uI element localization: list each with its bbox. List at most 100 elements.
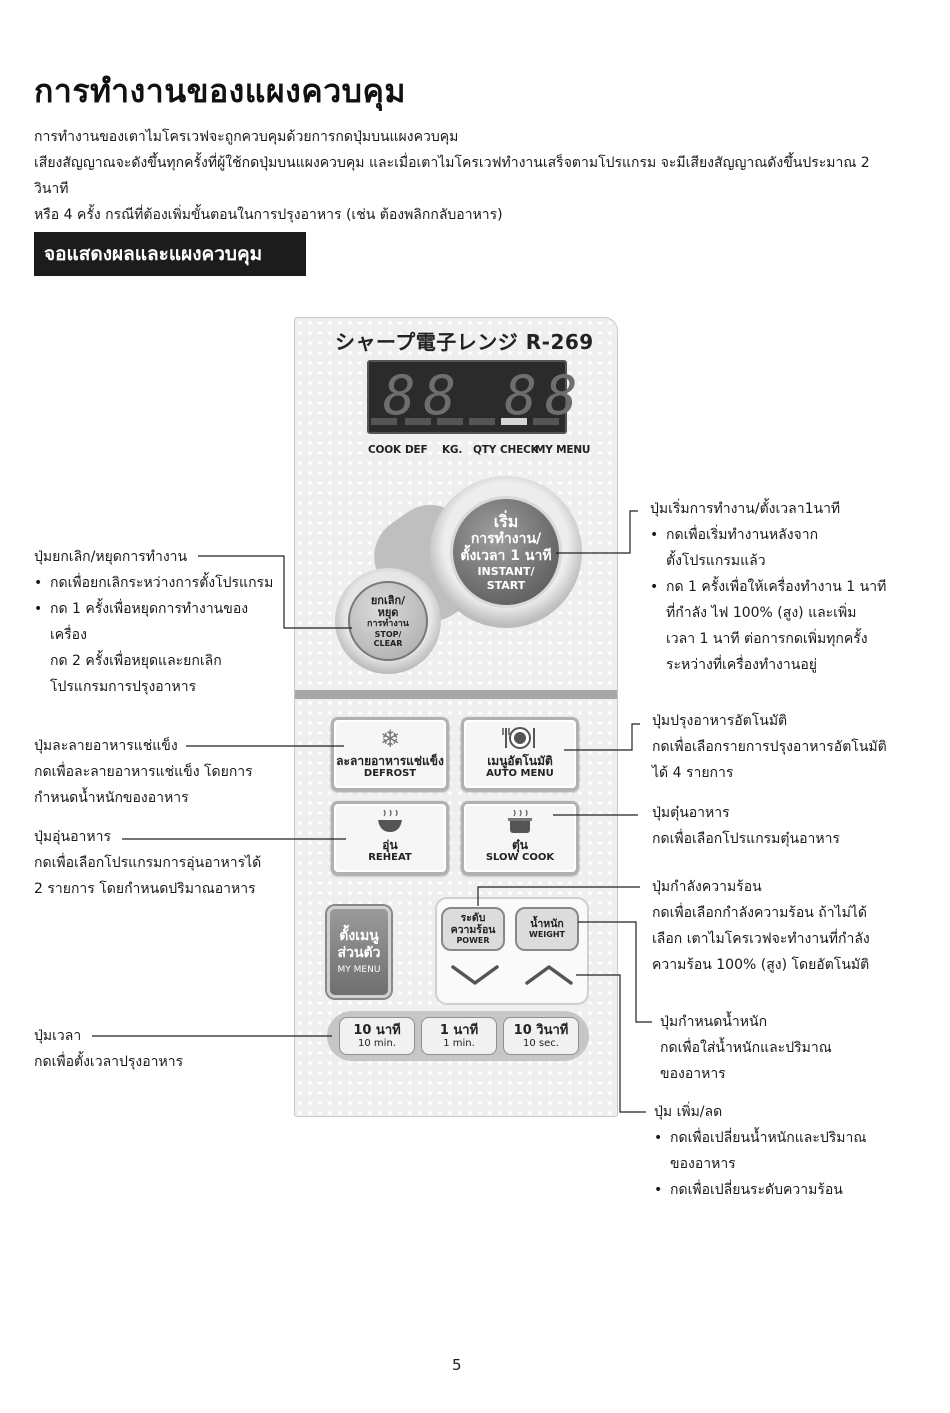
stop-label: การทำงาน <box>367 618 409 629</box>
stop-clear-button[interactable]: ยกเลิก/ หยุด การทำงาน STOP/ CLEAR <box>348 581 428 661</box>
callout-text: กด 1 ครั้งเพื่อให้เครื่องทำงาน 1 นาที <box>666 579 887 595</box>
indicator-label: DEF <box>405 444 428 456</box>
power-label: ระดับ <box>460 912 486 924</box>
callout-title: ปุ่มกำหนดน้ำหนัก <box>660 1014 768 1030</box>
callout-bullet: กด 1 ครั้งเพื่อให้เครื่องทำงาน 1 นาที ที… <box>650 574 910 678</box>
steaming-bowl-icon <box>334 808 446 838</box>
stop-label: ยกเลิก/ <box>370 593 406 607</box>
callout-text: เวลา 1 นาที ต่อการกดเพิ่มทุกครั้ง <box>666 631 868 647</box>
callout-text: กดเพื่อใส่น้ำหนักและปริมาณ <box>660 1040 832 1056</box>
indicator-label: QTY <box>473 444 497 456</box>
indicator-qty <box>469 418 495 425</box>
callout-weight: ปุ่มกำหนดน้ำหนัก กดเพื่อใส่น้ำหนักและปริ… <box>660 1009 910 1087</box>
power-label-en: POWER <box>456 936 490 945</box>
callout-bullet: กดเพื่อเริ่มทำงานหลังจาก ตั้งโปรแกรมแล้ว <box>650 522 910 574</box>
callout-text: เครื่อง <box>50 627 87 643</box>
callout-stop: ปุ่มยกเลิก/หยุดการทำงาน กดเพื่อยกเลิกระห… <box>34 544 284 700</box>
steaming-pot-icon <box>464 808 576 838</box>
callout-text: ตั้งโปรแกรมแล้ว <box>666 553 766 569</box>
auto-menu-button[interactable]: เมนูอัตโนมัติ AUTO MENU <box>461 717 579 791</box>
start-label: เริ่ม <box>493 511 519 531</box>
callout-title: ปุ่ม เพิ่ม/ลด <box>654 1104 723 1120</box>
callout-text: 2 รายการ โดยกำหนดปริมาณอาหาร <box>34 881 256 897</box>
callout-text: กด 2 ครั้งเพื่อหยุดและยกเลิก <box>50 653 222 669</box>
callout-text: ความร้อน 100% (สูง) โดยอัตโนมัติ <box>652 957 870 973</box>
callout-reheat: ปุ่มอุ่นอาหาร กดเพื่อเลือกโปรแกรมการอุ่น… <box>34 824 294 902</box>
callout-text: ได้ 4 รายการ <box>652 765 734 781</box>
slow-cook-label-en: SLOW COOK <box>485 852 555 863</box>
weight-label: น้ำหนัก <box>530 918 564 930</box>
intro-line: หรือ 4 ครั้ง กรณีที่ต้องเพิ่มขั้นตอนในกา… <box>34 207 503 223</box>
panel-divider <box>295 690 617 699</box>
indicator-cook <box>371 418 397 425</box>
callout-slow-cook: ปุ่มตุ๋นอาหาร กดเพื่อเลือกโปรแกรมตุ๋นอาห… <box>652 800 912 852</box>
one-minute-button[interactable]: 1 นาที 1 min. <box>421 1017 497 1055</box>
stop-label: STOP/ <box>374 629 402 639</box>
start-label: START <box>486 578 526 592</box>
indicator-my-menu <box>533 418 559 425</box>
my-menu-button[interactable]: ตั้งเมนู ส่วนตัว MY MENU <box>327 906 391 998</box>
auto-menu-label-en: AUTO MENU <box>486 768 554 779</box>
instant-start-button[interactable]: เริ่ม การทำงาน/ ตั้งเวลา 1 นาที INSTANT/… <box>450 496 562 608</box>
indicator-label: MY MENU <box>535 444 591 456</box>
time-label: 1 นาที <box>439 1022 479 1038</box>
ten-minute-button[interactable]: 10 นาที 10 min. <box>339 1017 415 1055</box>
callout-power: ปุ่มกำลังความร้อน กดเพื่อเลือกกำลังความร… <box>652 874 922 978</box>
indicator-label: CHECK <box>500 444 539 456</box>
callout-text: ที่กำลัง ไฟ 100% (สูง) และเพิ่ม <box>666 605 857 621</box>
callout-text: กดเพื่อเลือกรายการปรุงอาหารอัตโนมัติ <box>652 739 887 755</box>
callout-text: เลือก เตาไมโครเวฟจะทำงานที่กำลัง <box>652 931 870 947</box>
stop-label: CLEAR <box>373 638 403 648</box>
defrost-button[interactable]: ❄ ละลายอาหารแช่แข็ง DEFROST <box>331 717 449 791</box>
my-menu-label: ส่วนตัว <box>337 945 381 961</box>
slow-cook-button[interactable]: ตุ๋น SLOW COOK <box>461 801 579 875</box>
chevron-up-icon[interactable] <box>521 959 577 991</box>
callout-text: โปรแกรมการปรุงอาหาร <box>50 679 197 695</box>
reheat-label: อุ่น <box>382 838 398 852</box>
callout-bullet: กดเพื่อเปลี่ยนน้ำหนักและปริมาณ ของอาหาร <box>654 1125 914 1177</box>
section-heading: จอแสดงผลและแผงควบคุม <box>34 232 306 276</box>
callout-text: ของอาหาร <box>660 1066 726 1082</box>
callout-text: กดเพื่อเปลี่ยนน้ำหนักและปริมาณ <box>670 1130 867 1146</box>
callout-defrost: ปุ่มละลายอาหารแช่แข็ง กดเพื่อละลายอาหารแ… <box>34 733 284 811</box>
chevron-down-icon[interactable] <box>447 959 503 991</box>
callout-time: ปุ่มเวลา กดเพื่อตั้งเวลาปรุงอาหาร <box>34 1023 264 1075</box>
time-label-en: 10 sec. <box>523 1037 559 1049</box>
callout-title: ปุ่มเวลา <box>34 1028 82 1044</box>
time-label-en: 1 min. <box>443 1037 475 1049</box>
ten-second-button[interactable]: 10 วินาที 10 sec. <box>503 1017 579 1055</box>
start-label: ตั้งเวลา 1 นาที <box>460 547 552 564</box>
slow-cook-label: ตุ๋น <box>512 838 528 852</box>
callout-bullet: กดเพื่อยกเลิกระหว่างการตั้งโปรแกรม <box>34 570 284 596</box>
control-panel: シャープ電子レンジ R-269 88 88 COOK DEF KG. QTY C… <box>294 317 618 1117</box>
time-label: 10 นาที <box>353 1022 401 1038</box>
power-button[interactable]: ระดับ ความร้อน POWER <box>441 907 505 951</box>
indicator-kg <box>437 418 463 425</box>
callout-text: กดเพื่อเลือกโปรแกรมตุ๋นอาหาร <box>652 831 840 847</box>
start-label: การทำงาน/ <box>470 530 542 547</box>
plate-cutlery-icon <box>464 724 576 754</box>
weight-button[interactable]: น้ำหนัก WEIGHT <box>515 907 579 951</box>
callout-bullet: กด 1 ครั้งเพื่อหยุดการทำงานของ เครื่อง ก… <box>34 596 284 700</box>
callout-title: ปุ่มอุ่นอาหาร <box>34 829 111 845</box>
intro-line: เสียงสัญญาณจะดังขึ้นทุกครั้งที่ผู้ใช้กดป… <box>34 155 870 197</box>
defrost-label-en: DEFROST <box>363 768 417 779</box>
intro-text: การทำงานของเตาไมโครเวฟจะถูกควบคุมด้วยการ… <box>34 124 904 228</box>
time-label: 10 วินาที <box>513 1022 569 1038</box>
callout-text: กดเพื่อเลือกโปรแกรมการอุ่นอาหารได้ <box>34 855 262 871</box>
callout-text: กดเพื่อเลือกกำลังความร้อน ถ้าไม่ได้ <box>652 905 867 921</box>
power-label: ความร้อน <box>450 924 496 936</box>
defrost-label: ละลายอาหารแช่แข็ง <box>336 754 444 768</box>
callout-text: ระหว่างที่เครื่องทำงานอยู่ <box>666 657 817 673</box>
callout-title: ปุ่มตุ๋นอาหาร <box>652 805 730 821</box>
display-digits: 88 88 <box>383 364 586 427</box>
reheat-button[interactable]: อุ่น REHEAT <box>331 801 449 875</box>
page-number: 5 <box>452 1356 462 1374</box>
callout-bullet: กดเพื่อเปลี่ยนระดับความร้อน <box>654 1177 914 1203</box>
callout-text: กด 1 ครั้งเพื่อหยุดการทำงานของ <box>50 601 249 617</box>
callout-text: ของอาหาร <box>670 1156 736 1172</box>
callout-title: ปุ่มละลายอาหารแช่แข็ง <box>34 738 178 754</box>
callout-text: กดเพื่อละลายอาหารแช่แข็ง โดยการ <box>34 764 253 780</box>
intro-line: การทำงานของเตาไมโครเวฟจะถูกควบคุมด้วยการ… <box>34 129 459 145</box>
callout-text: กำหนดน้ำหนักของอาหาร <box>34 790 189 806</box>
